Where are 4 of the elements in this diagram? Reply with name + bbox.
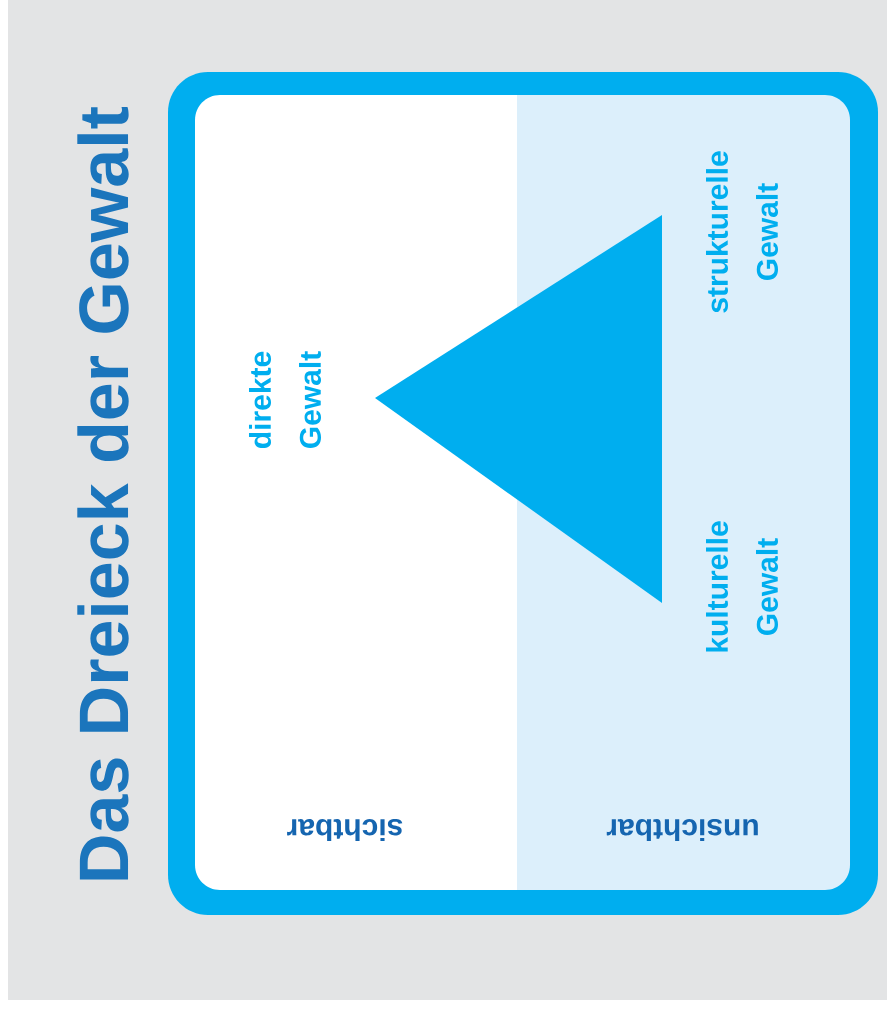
vertex-label: direkte Gewalt [249,351,321,448]
vertex-label: strukturelle Gewalt [706,151,779,313]
vertex-label: kulturelle Gewalt [706,521,779,652]
title: Das Dreieck der Gewalt [77,106,129,880]
